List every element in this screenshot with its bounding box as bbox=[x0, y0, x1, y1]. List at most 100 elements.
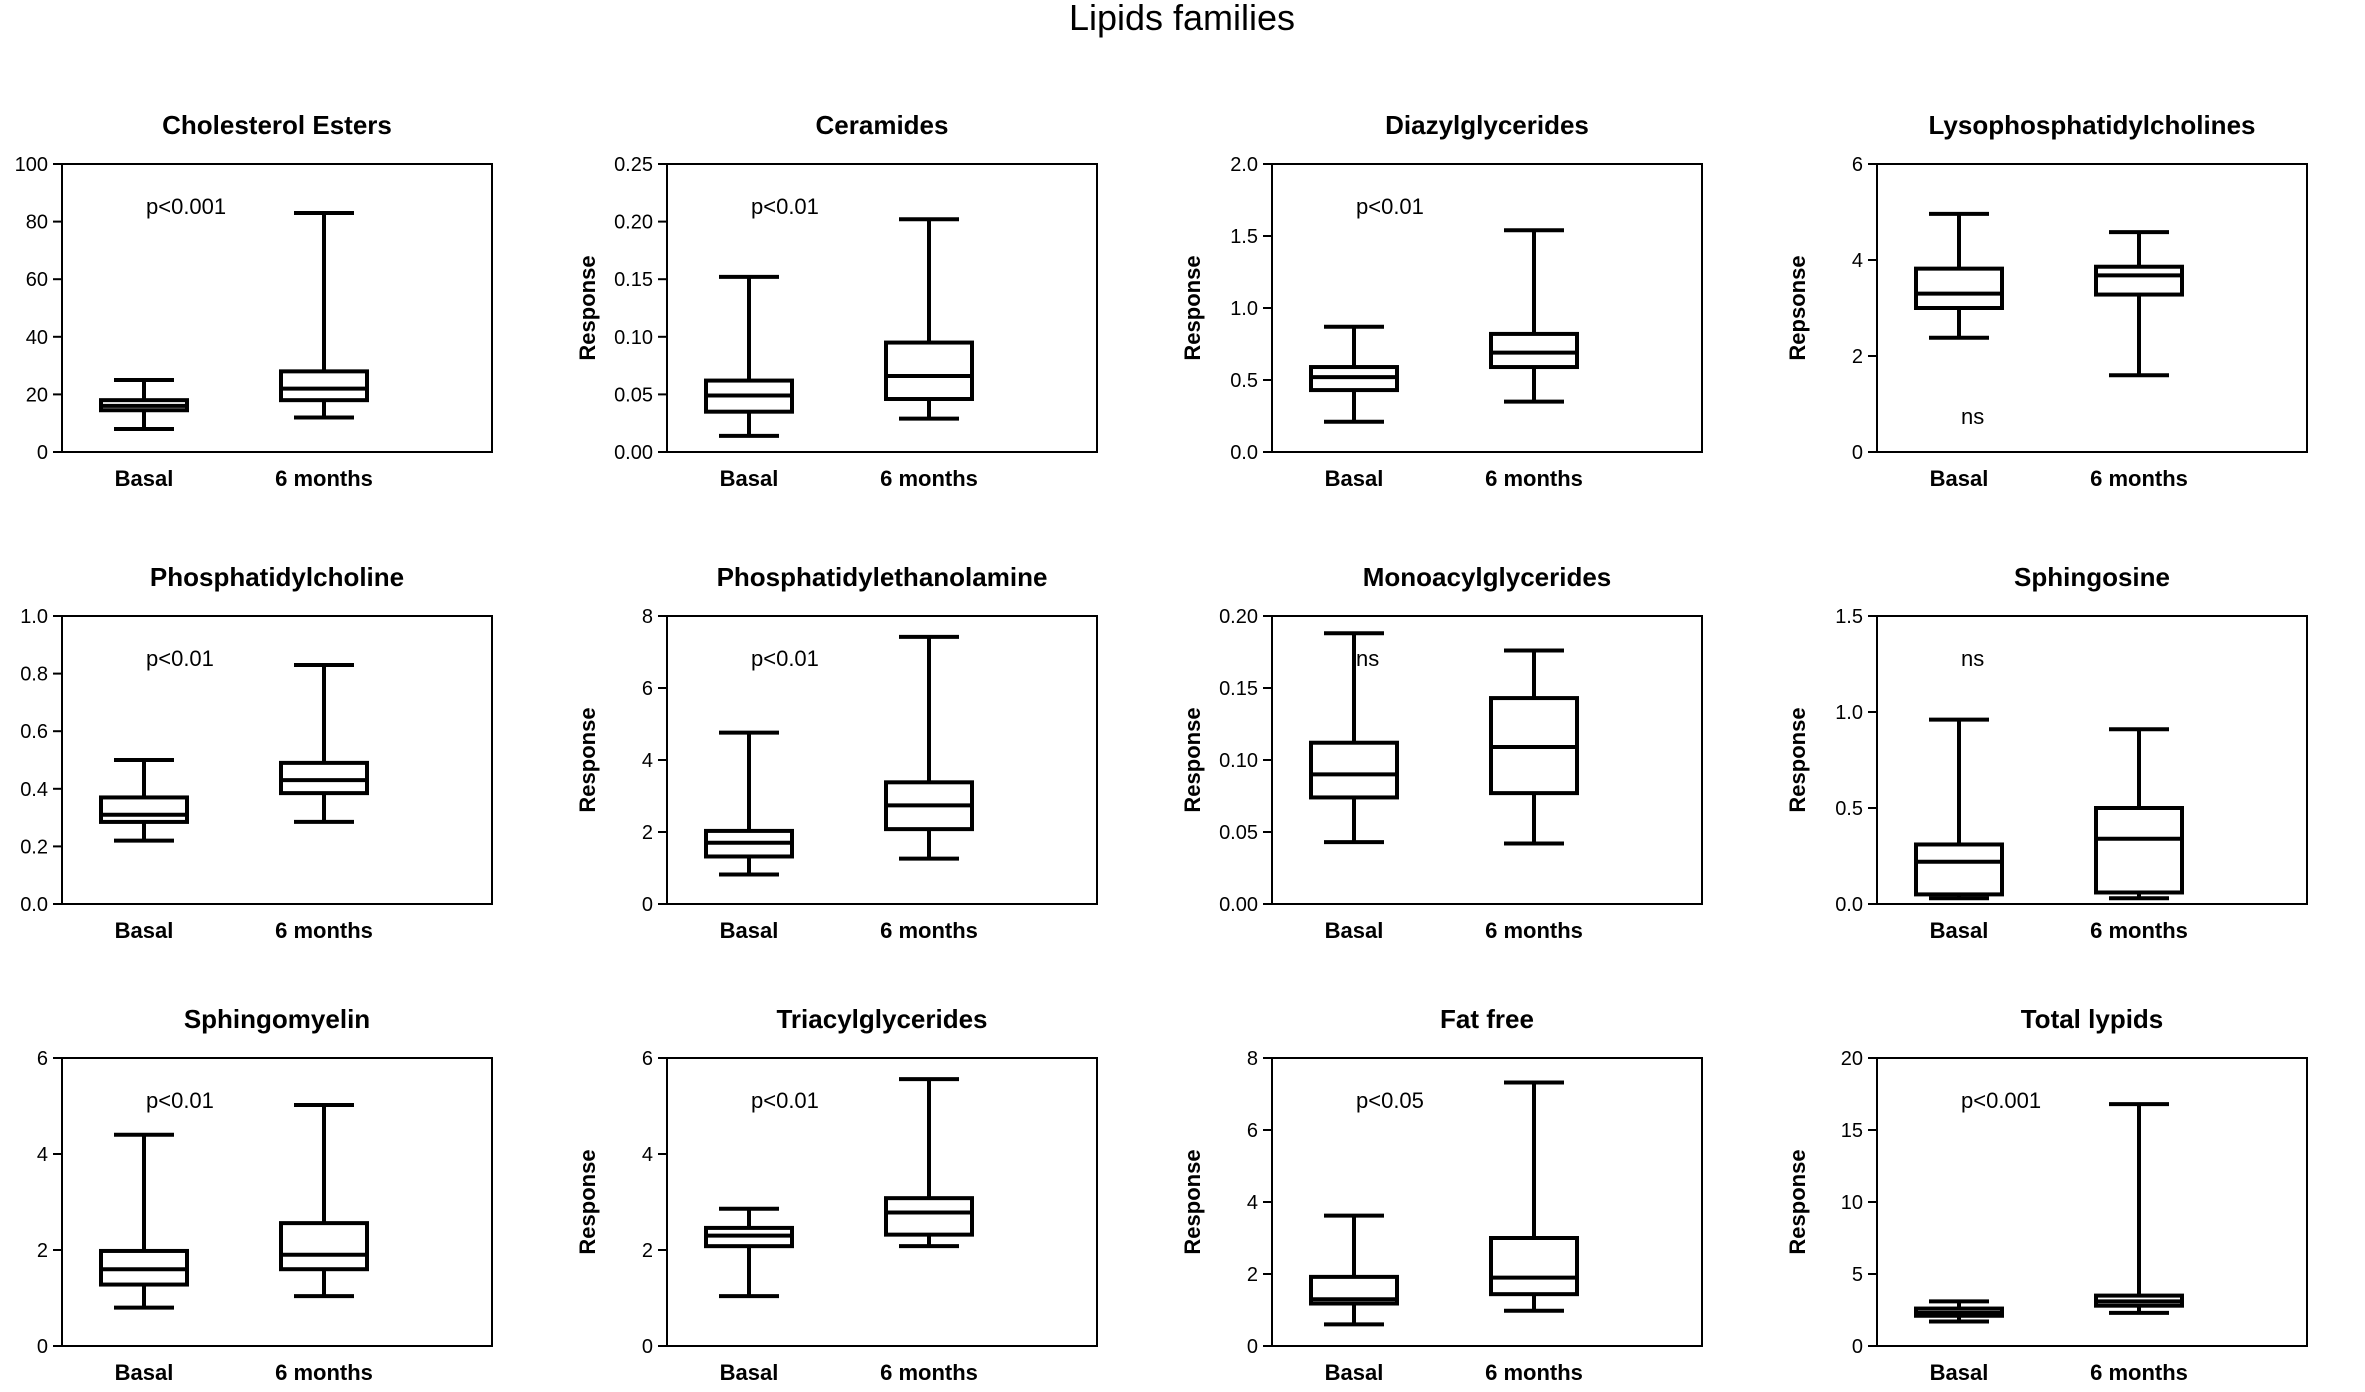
category-label: Basal bbox=[1930, 466, 1989, 491]
y-tick-label: 4 bbox=[642, 750, 653, 772]
significance-annotation: p<0.01 bbox=[1356, 194, 1424, 219]
category-label: Basal bbox=[1930, 918, 1989, 943]
plot-frame bbox=[61, 163, 493, 453]
significance-annotation: p<0.01 bbox=[751, 646, 819, 671]
category-label: Basal bbox=[115, 466, 174, 491]
y-axis-label: Response bbox=[1180, 707, 1205, 812]
y-tick-label: 0.00 bbox=[1219, 894, 1258, 916]
y-tick-label: 4 bbox=[1852, 250, 1863, 272]
plot-frame bbox=[666, 163, 1098, 453]
y-tick-label: 1.0 bbox=[20, 606, 48, 628]
y-tick-label: 0.00 bbox=[614, 442, 653, 464]
y-tick-label: 20 bbox=[1841, 1048, 1863, 1070]
panel-title: Lysophosphatidylcholines bbox=[1929, 110, 2256, 140]
y-tick-label: 2 bbox=[642, 1240, 653, 1262]
y-tick-label: 8 bbox=[642, 606, 653, 628]
box bbox=[1489, 1236, 1579, 1297]
y-tick-label: 20 bbox=[26, 384, 48, 406]
y-tick-label: 40 bbox=[26, 327, 48, 349]
y-tick-label: 0.20 bbox=[1219, 606, 1258, 628]
plot-frame bbox=[1876, 615, 2308, 905]
y-tick-label: 0 bbox=[1852, 1336, 1863, 1358]
panel-title: Total lypids bbox=[2021, 1004, 2164, 1034]
panel-title: Monoacylglycerides bbox=[1363, 562, 1612, 592]
panel-title: Phosphatidylcholine bbox=[150, 562, 404, 592]
significance-annotation: p<0.01 bbox=[751, 194, 819, 219]
significance-annotation: p<0.001 bbox=[146, 194, 226, 219]
panel-title: Ceramides bbox=[816, 110, 949, 140]
box bbox=[884, 340, 974, 402]
category-label: 6 months bbox=[275, 1360, 373, 1385]
y-tick-label: 0.0 bbox=[1835, 894, 1863, 916]
y-tick-label: 0.05 bbox=[1219, 822, 1258, 844]
y-axis-label: Response bbox=[575, 255, 600, 360]
y-tick-label: 1.0 bbox=[1230, 298, 1258, 320]
significance-annotation: p<0.05 bbox=[1356, 1088, 1424, 1113]
box bbox=[884, 1196, 974, 1237]
y-tick-label: 6 bbox=[1852, 154, 1863, 176]
category-label: 6 months bbox=[2090, 918, 2188, 943]
category-label: Basal bbox=[1930, 1360, 1989, 1385]
y-tick-label: 6 bbox=[37, 1048, 48, 1070]
y-tick-label: 0 bbox=[642, 894, 653, 916]
panel-title: Fat free bbox=[1440, 1004, 1534, 1034]
panel-title: Cholesterol Esters bbox=[162, 110, 392, 140]
category-label: 6 months bbox=[2090, 1360, 2188, 1385]
box bbox=[2094, 264, 2184, 297]
y-tick-label: 0.0 bbox=[1230, 442, 1258, 464]
y-tick-label: 2.0 bbox=[1230, 154, 1258, 176]
category-label: 6 months bbox=[880, 466, 978, 491]
y-axis-label: Response bbox=[1785, 1149, 1810, 1254]
category-label: Basal bbox=[1325, 466, 1384, 491]
y-tick-label: 15 bbox=[1841, 1120, 1863, 1142]
box bbox=[2094, 806, 2184, 895]
y-tick-label: 0.15 bbox=[614, 269, 653, 291]
y-tick-label: 6 bbox=[642, 678, 653, 700]
y-tick-label: 2 bbox=[1247, 1264, 1258, 1286]
y-tick-label: 0.5 bbox=[1835, 798, 1863, 820]
y-tick-label: 4 bbox=[1247, 1192, 1258, 1214]
y-tick-label: 0 bbox=[37, 442, 48, 464]
figure-title: Lipids families bbox=[1069, 0, 1295, 38]
category-label: 6 months bbox=[275, 466, 373, 491]
y-tick-label: 0.25 bbox=[614, 154, 653, 176]
box bbox=[279, 760, 369, 796]
box bbox=[1914, 266, 2004, 311]
box bbox=[1914, 842, 2004, 897]
y-tick-label: 5 bbox=[1852, 1264, 1863, 1286]
category-label: 6 months bbox=[1485, 918, 1583, 943]
y-axis-label: Response bbox=[575, 707, 600, 812]
y-tick-label: 60 bbox=[26, 269, 48, 291]
y-tick-label: 0.10 bbox=[1219, 750, 1258, 772]
plot-frame bbox=[61, 1057, 493, 1347]
y-axis-label: Response bbox=[1785, 707, 1810, 812]
y-tick-label: 0 bbox=[1852, 442, 1863, 464]
y-tick-label: 1.0 bbox=[1835, 702, 1863, 724]
y-tick-label: 2 bbox=[1852, 346, 1863, 368]
category-label: 6 months bbox=[1485, 1360, 1583, 1385]
y-tick-label: 1.5 bbox=[1835, 606, 1863, 628]
y-tick-label: 0 bbox=[642, 1336, 653, 1358]
y-tick-label: 2 bbox=[642, 822, 653, 844]
y-axis-label: Response bbox=[1180, 1149, 1205, 1254]
plot-frame bbox=[1876, 163, 2308, 453]
significance-annotation: p<0.01 bbox=[751, 1088, 819, 1113]
y-tick-label: 4 bbox=[642, 1144, 653, 1166]
plot-frame bbox=[1271, 163, 1703, 453]
panel-title: Diazylglycerides bbox=[1385, 110, 1589, 140]
category-label: 6 months bbox=[1485, 466, 1583, 491]
significance-annotation: p<0.001 bbox=[1961, 1088, 2041, 1113]
y-tick-label: 0.20 bbox=[614, 212, 653, 234]
y-tick-label: 0.15 bbox=[1219, 678, 1258, 700]
significance-annotation: p<0.01 bbox=[146, 646, 214, 671]
y-tick-label: 0.0 bbox=[20, 894, 48, 916]
category-label: Basal bbox=[1325, 918, 1384, 943]
category-label: 6 months bbox=[2090, 466, 2188, 491]
plot-frame bbox=[61, 615, 493, 905]
category-label: 6 months bbox=[275, 918, 373, 943]
significance-annotation: ns bbox=[1356, 646, 1379, 671]
box bbox=[99, 795, 189, 824]
plot-frame bbox=[666, 615, 1098, 905]
y-tick-label: 80 bbox=[26, 212, 48, 234]
